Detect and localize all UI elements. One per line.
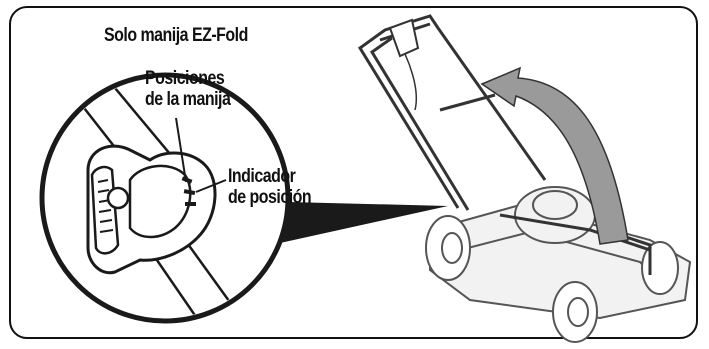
- title-label: Solo manija EZ-Fold: [104, 25, 248, 46]
- handle-bar-grip: [388, 18, 420, 58]
- lawn-mower: [357, 14, 692, 343]
- zoom-circle: [39, 72, 291, 324]
- rear-left-wheel: [552, 281, 598, 343]
- position-indicator-line-2: de posición: [228, 187, 312, 209]
- handle-positions-line-1: Posiciones: [145, 68, 225, 89]
- mower-handle: [357, 14, 547, 211]
- position-notches: [181, 176, 196, 206]
- leader-position-indicator: [195, 179, 227, 193]
- handle-positions-line-2: de la manija: [145, 89, 231, 111]
- front-left-wheel: [425, 215, 471, 281]
- handle-positions-label: Posiciones de la manija: [145, 68, 231, 111]
- leader-handle-positions: [175, 117, 187, 183]
- fold-direction-arrow: [480, 66, 629, 245]
- position-indicator-label: Indicador de posición: [228, 166, 312, 209]
- position-indicator-line-1: Indicador: [228, 166, 296, 187]
